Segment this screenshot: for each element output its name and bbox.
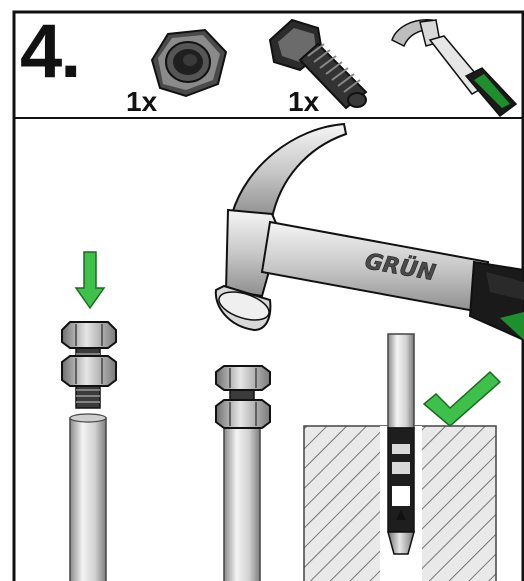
anchor-cross-section (303, 333, 497, 581)
down-arrow-icon (74, 251, 106, 310)
hammer-icon (391, 19, 518, 118)
hammer-large (214, 122, 524, 342)
bolt-quantity: 1x (288, 86, 320, 117)
nut-quantity: 1x (126, 86, 158, 117)
middle-rod-assembly (215, 365, 271, 581)
left-rod-assembly (61, 321, 117, 581)
step-number: 4. (20, 9, 81, 94)
checkmark-icon (422, 370, 502, 427)
hex-nut-icon (150, 28, 228, 98)
hex-bolt-icon (268, 18, 368, 110)
